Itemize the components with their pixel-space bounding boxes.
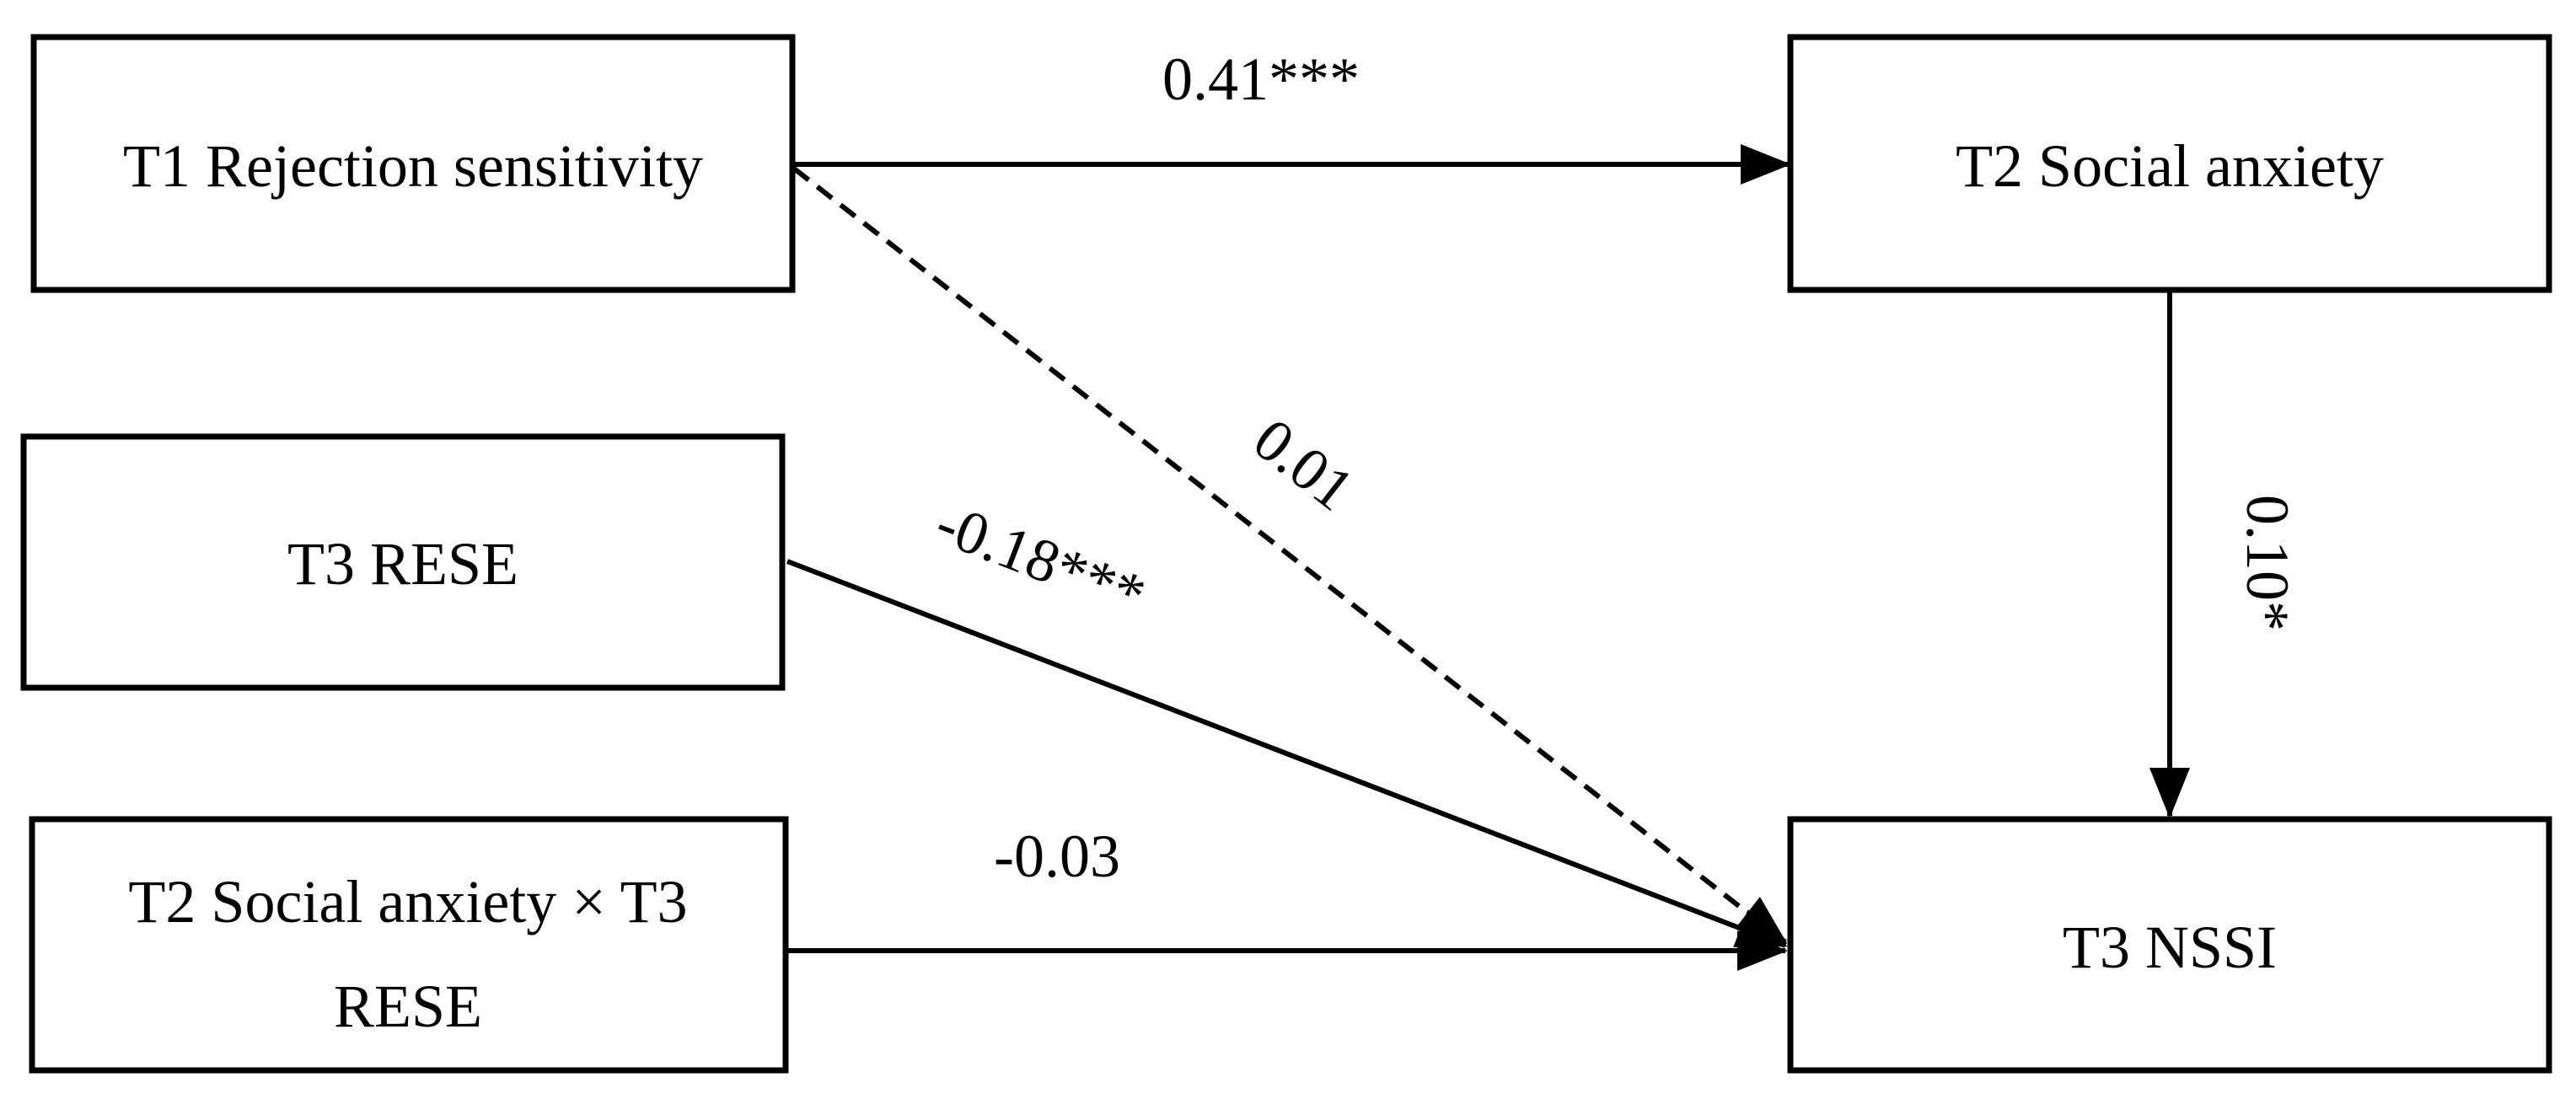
node-box	[1787, 816, 2552, 1074]
node-label: T3 NSSI	[2063, 914, 2277, 981]
edge-label-rs-to-nssi: 0.01	[1242, 405, 1367, 524]
node-label: T1 Rejection sensitivity	[123, 132, 703, 200]
node-box	[1787, 34, 2552, 293]
node-social-anxiety: T2 Social anxiety	[1787, 34, 2552, 293]
node-box	[30, 34, 796, 293]
edge-label-rese-to-nssi: -0.18***	[927, 489, 1155, 630]
node-label-line2: RESE	[334, 973, 482, 1040]
node-label: T3 RESE	[287, 530, 518, 598]
edge-label-rs-to-sa: 0.41***	[1162, 46, 1360, 113]
node-interaction: T2 Social anxiety × T3 RESE	[29, 816, 789, 1074]
node-nssi: T3 NSSI	[1787, 816, 2552, 1074]
edge-label-interaction-to-nssi: -0.03	[994, 823, 1120, 890]
node-box	[20, 433, 786, 691]
edge-rese-to-nssi	[786, 559, 1788, 948]
edge-rs-to-nssi	[792, 166, 1788, 945]
node-rese: T3 RESE	[20, 433, 786, 691]
edge-label-sa-to-nssi: 0.10*	[2234, 495, 2301, 631]
edges	[784, 144, 2190, 971]
node-label-line1: T2 Social anxiety × T3	[128, 868, 687, 935]
node-label: T2 Social anxiety	[1956, 132, 2384, 200]
node-box	[29, 816, 789, 1074]
node-rejection-sensitivity: T1 Rejection sensitivity	[30, 34, 796, 293]
